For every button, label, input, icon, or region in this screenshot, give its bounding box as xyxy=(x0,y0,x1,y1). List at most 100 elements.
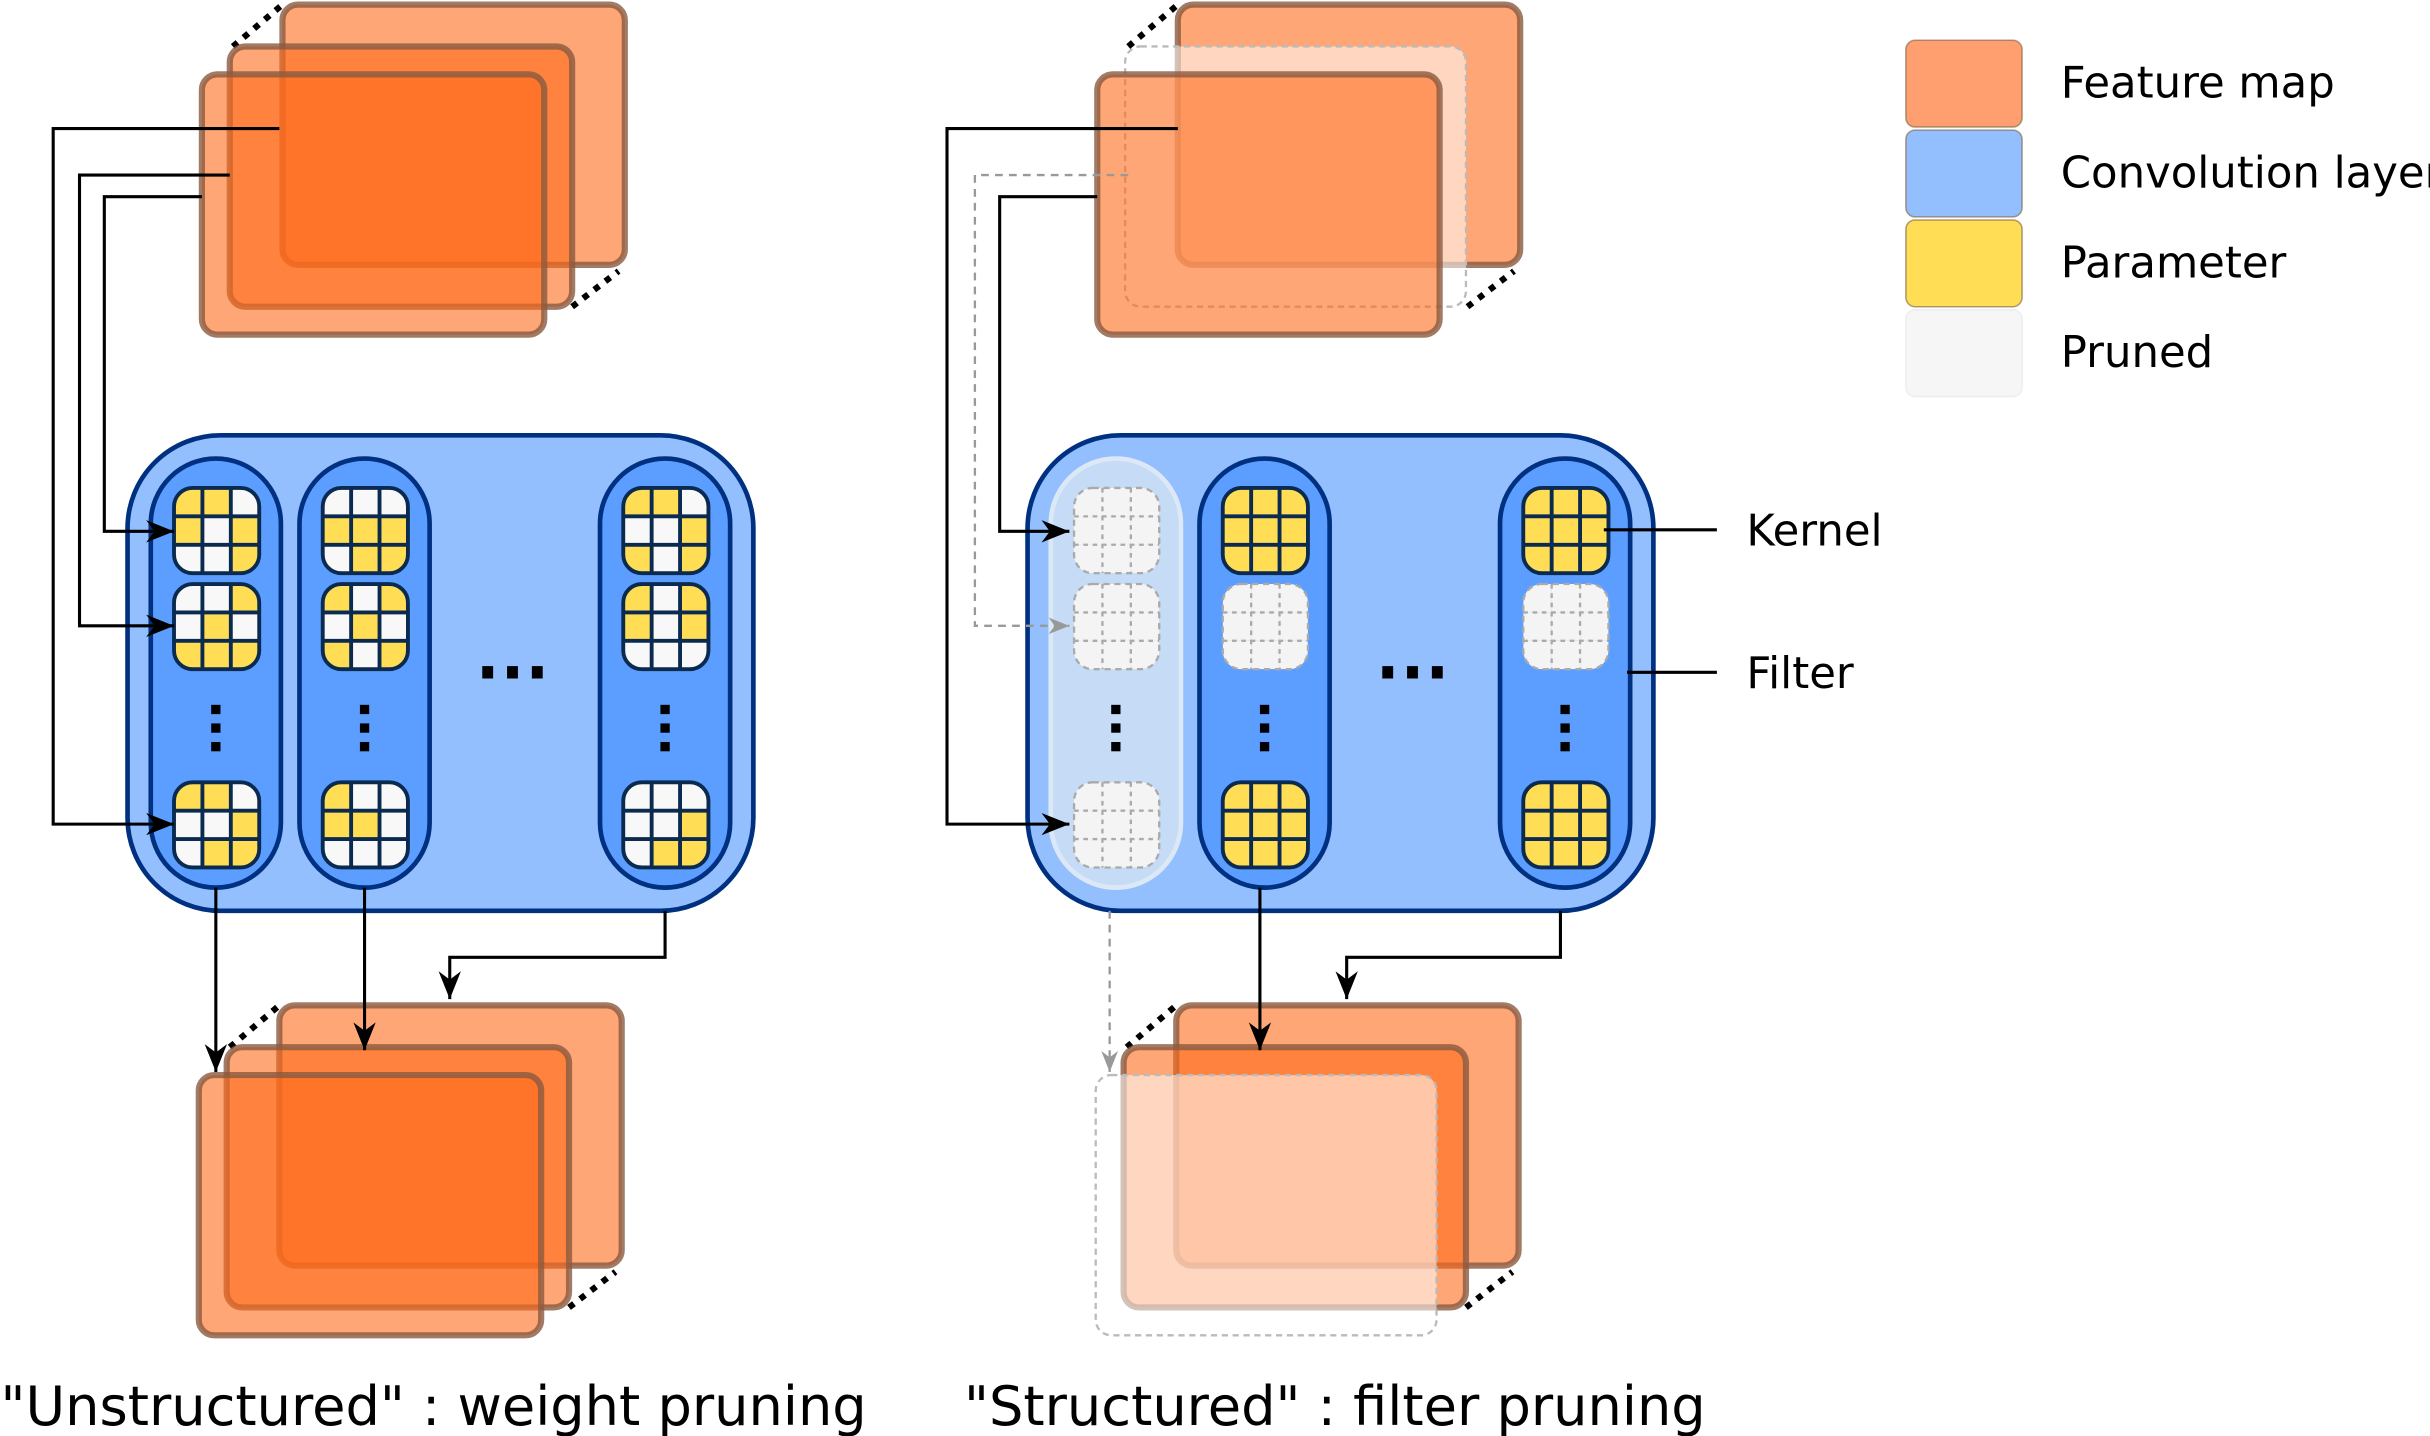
legend-label: Feature map xyxy=(2061,59,2335,109)
kernel-border xyxy=(1220,780,1310,870)
input-arrow xyxy=(77,173,230,637)
kernel-cell xyxy=(1074,810,1103,840)
ellipsis-dot xyxy=(660,742,670,752)
kernel xyxy=(621,582,711,672)
ellipsis-dot xyxy=(1259,704,1270,715)
kernel-border xyxy=(621,780,711,870)
kernel-cell xyxy=(1102,544,1131,574)
kernel-cell xyxy=(230,516,260,545)
kernel-cell xyxy=(651,782,681,811)
ellipsis-dot xyxy=(531,666,543,679)
kernel-cell xyxy=(351,839,380,868)
kernel-cells xyxy=(1222,584,1308,670)
ellipsis-dot xyxy=(1111,742,1121,752)
output-feature-maps xyxy=(1094,1002,1522,1337)
kernel-cell xyxy=(322,810,352,840)
kernel-cell xyxy=(351,487,380,517)
kernel-cell xyxy=(1251,810,1280,840)
kernel-cell xyxy=(1251,782,1280,811)
kernel-cells xyxy=(1523,584,1609,670)
filter xyxy=(1497,456,1633,890)
kernel xyxy=(1521,780,1611,870)
kernel-cells xyxy=(322,487,408,574)
filter xyxy=(1048,456,1184,890)
stack-dots xyxy=(1126,2,1180,49)
kernel-border xyxy=(1521,780,1611,870)
kernel-cell xyxy=(1551,584,1581,613)
kernel-cell xyxy=(1102,487,1131,517)
kernel-cell xyxy=(1074,612,1103,641)
kernel-cell xyxy=(174,612,203,641)
kernel xyxy=(621,780,711,870)
legend-swatch xyxy=(1905,129,2023,218)
kernel-cell xyxy=(1523,810,1552,840)
kernel-border xyxy=(320,780,410,870)
kernel xyxy=(172,780,262,870)
stack-dots xyxy=(570,268,621,310)
ellipsis-dot xyxy=(1259,742,1270,752)
kernel-cell xyxy=(351,516,380,545)
kernel-cell xyxy=(651,839,681,868)
kernel-cell xyxy=(680,516,709,545)
kernel-cell xyxy=(174,516,203,545)
filter xyxy=(297,456,432,890)
kernel-cell xyxy=(351,810,380,840)
kernel-border xyxy=(1221,582,1310,671)
kernel-cell xyxy=(202,839,231,868)
kernel-cell xyxy=(1580,612,1609,641)
legend-label: Parameter xyxy=(2061,238,2287,288)
kernel-cell xyxy=(202,487,231,517)
ellipsis-dot xyxy=(1111,723,1121,733)
kernel xyxy=(1220,486,1310,576)
kernel xyxy=(1072,781,1161,869)
input-arrow xyxy=(945,127,1178,836)
kernel-cells xyxy=(623,782,709,868)
ellipsis-dot xyxy=(507,666,518,679)
kernel xyxy=(320,780,410,870)
kernel-border xyxy=(621,582,711,672)
kernel-cell xyxy=(1523,612,1552,641)
stack-dots xyxy=(227,1002,282,1050)
input-arrow xyxy=(51,127,280,836)
caption-unstructured: "Unstructured" : weight pruning xyxy=(1,1375,867,1436)
kernel-cell xyxy=(1551,544,1581,574)
kernel xyxy=(1072,582,1161,671)
kernel-cell xyxy=(651,612,681,641)
legend-label: Pruned xyxy=(2061,328,2213,378)
kernel-cell xyxy=(1251,584,1280,613)
kernel-cell xyxy=(1279,612,1308,641)
filter-label: Filter xyxy=(1746,649,1854,699)
kernel-cell xyxy=(202,810,231,840)
kernel xyxy=(1072,486,1161,575)
ellipsis-dot xyxy=(1431,666,1443,679)
ellipsis-dot xyxy=(211,704,221,715)
kernel xyxy=(1221,582,1310,671)
kernel xyxy=(172,582,262,672)
kernel-cell xyxy=(1551,839,1581,868)
kernel-cells xyxy=(1074,487,1160,574)
caption-structured: "Structured" : filter pruning xyxy=(964,1375,1706,1436)
ellipsis-dot xyxy=(359,723,370,733)
kernel-cell xyxy=(202,612,231,641)
kernel-cells xyxy=(1074,584,1160,670)
kernel-cell xyxy=(1251,516,1280,545)
feature-map xyxy=(198,71,548,338)
kernel xyxy=(621,486,711,576)
kernel-cell xyxy=(379,516,408,545)
kernel-cell xyxy=(1251,640,1280,670)
kernel xyxy=(320,582,410,672)
ellipsis-dot xyxy=(359,742,370,752)
kernel-cell xyxy=(1251,839,1280,868)
kernel-border xyxy=(320,582,410,672)
stack-dots xyxy=(230,2,285,49)
ellipsis-dot xyxy=(1407,666,1418,679)
kernel-cell xyxy=(1102,516,1131,545)
input-feature-maps xyxy=(1094,1,1524,338)
kernel-cell xyxy=(202,640,231,670)
kernel-cell xyxy=(1102,612,1131,641)
kernel-cell xyxy=(174,810,203,840)
kernel-cell xyxy=(1551,487,1581,517)
kernel-cell xyxy=(379,612,408,641)
ellipsis-dot xyxy=(660,704,670,715)
